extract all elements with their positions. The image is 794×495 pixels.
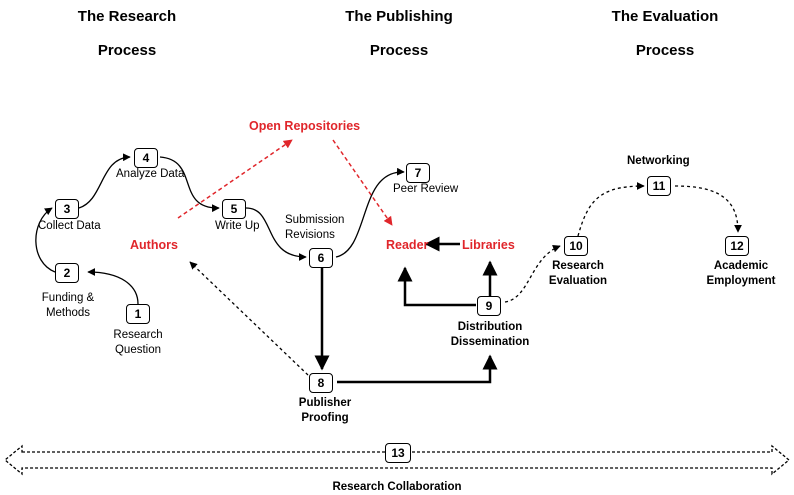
node-5-box: 5 (222, 199, 246, 219)
node-1-box: 1 (126, 304, 150, 324)
edge-4-to-5 (159, 156, 220, 213)
node-10-box: 10 (564, 236, 588, 256)
node-1-label-line2: Question (114, 344, 162, 356)
title-research-process: The Research Process (27, 0, 227, 68)
title-publishing-process: The Publishing Process (299, 0, 499, 68)
node-3-label-line1: Collect Data (38, 220, 101, 232)
title-publishing-line1: The Publishing (345, 8, 453, 25)
node-6-label-line1: Submission (285, 214, 345, 226)
edge-8-to-authors (189, 261, 309, 376)
node-2-label: Funding & Methods (38, 291, 98, 321)
node-11-label-line1: Networking (627, 155, 690, 167)
collaboration-double-arrow (3, 444, 791, 476)
edge-2-to-3 (35, 207, 56, 273)
node-9-label-line1: Distribution (457, 321, 523, 333)
edge-8-to-9 (337, 354, 498, 384)
node-6-label-line2: Revisions (285, 229, 335, 241)
node-13-label: Research Collaboration (300, 480, 494, 495)
open-repositories-label: Open Repositories (249, 119, 361, 133)
node-6-label: Submission Revisions (285, 213, 344, 243)
node-9-label: Distribution Dissemination (440, 320, 540, 350)
node-4-label-line1: Analyze Data (116, 168, 185, 180)
node-5-label: Write Up (215, 219, 260, 234)
node-2-box: 2 (55, 263, 79, 283)
node-13-box: 13 (385, 443, 411, 463)
edge-1-to-2 (87, 268, 139, 305)
edge-9-to-10 (504, 244, 561, 303)
node-12-label-line2: Employment (706, 275, 776, 287)
node-11-label: Networking (627, 154, 690, 169)
edge-3-to-4 (78, 153, 131, 209)
edge-9-to-reader (397, 266, 476, 307)
node-10-label: Research Evaluation (538, 259, 618, 289)
title-publishing-line2: Process (369, 42, 429, 59)
node-7-box: 7 (406, 163, 430, 183)
node-12-box: 12 (725, 236, 749, 256)
node-8-label: Publisher Proofing (285, 396, 365, 426)
node-6-box: 6 (309, 248, 333, 268)
reader-label: Reader (386, 238, 429, 252)
title-research-line1: The Research (77, 8, 177, 25)
node-2-label-line1: Funding & (41, 292, 95, 304)
node-3-box: 3 (55, 199, 79, 219)
libraries-label: Libraries (462, 238, 515, 252)
node-11-box: 11 (647, 176, 671, 196)
edge-6-to-7 (335, 167, 405, 258)
node-8-box: 8 (309, 373, 333, 393)
edge-5-to-6 (245, 207, 307, 261)
node-10-label-line2: Evaluation (548, 275, 608, 287)
authors-label: Authors (130, 238, 178, 252)
title-evaluation-line2: Process (635, 42, 695, 59)
title-research-line2: Process (97, 42, 157, 59)
edge-10-to-11 (577, 182, 645, 237)
node-2-label-line2: Methods (45, 307, 91, 319)
edge-authors-to-open-repositories (177, 139, 293, 219)
node-13-label-line1: Research Collaboration (332, 481, 462, 493)
title-evaluation-process: The Evaluation Process (565, 0, 765, 68)
title-evaluation-line1: The Evaluation (611, 8, 719, 25)
node-4-box: 4 (134, 148, 158, 168)
node-1-label: Research Question (108, 328, 168, 358)
node-9-label-line2: Dissemination (450, 336, 530, 348)
node-5-label-line1: Write Up (215, 220, 260, 232)
node-10-label-line1: Research (552, 260, 604, 272)
node-9-box: 9 (477, 296, 501, 316)
node-8-label-line2: Proofing (301, 412, 349, 424)
node-12-label-line1: Academic (713, 260, 769, 272)
node-8-label-line1: Publisher (298, 397, 352, 409)
edge-11-to-12 (674, 185, 742, 233)
node-3-label: Collect Data (38, 219, 101, 234)
node-12-label: Academic Employment (696, 259, 786, 289)
node-7-label: Peer Review (393, 182, 458, 197)
node-1-label-line1: Research (113, 329, 163, 341)
node-4-label: Analyze Data (116, 167, 184, 182)
edge-open-repositories-to-reader (332, 139, 393, 226)
node-7-label-line1: Peer Review (393, 183, 459, 195)
